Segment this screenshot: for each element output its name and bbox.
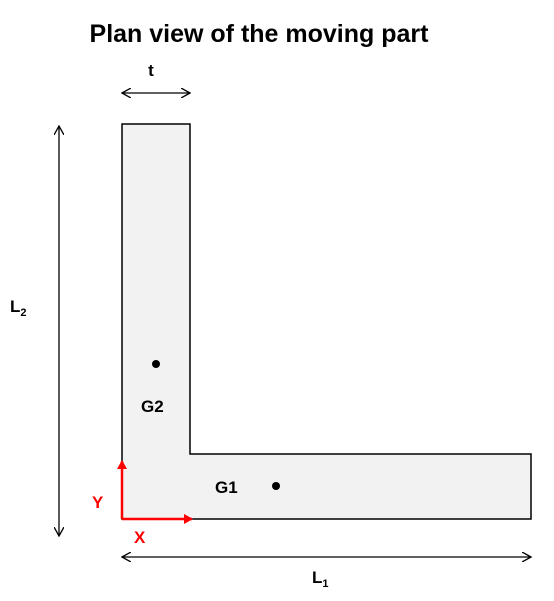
g2-dot <box>152 360 160 368</box>
g1-point: G1 <box>215 478 280 497</box>
g1-dot <box>272 482 280 490</box>
length2-dimension: L2 <box>10 126 59 536</box>
g2-point: G2 <box>141 360 164 416</box>
x-axis-label: X <box>134 528 146 547</box>
thickness-label: t <box>148 61 154 80</box>
l-shaped-part <box>121 123 532 520</box>
y-axis-label: Y <box>92 493 104 512</box>
diagram-title: Plan view of the moving part <box>90 20 430 48</box>
length2-label: L2 <box>10 297 27 319</box>
coordinate-axes: Y X <box>92 460 193 547</box>
g2-label: G2 <box>141 397 164 416</box>
length1-label: L1 <box>312 568 329 590</box>
length1-dimension: L1 <box>122 557 531 590</box>
g1-label: G1 <box>215 478 238 497</box>
thickness-dimension: t <box>122 61 190 93</box>
